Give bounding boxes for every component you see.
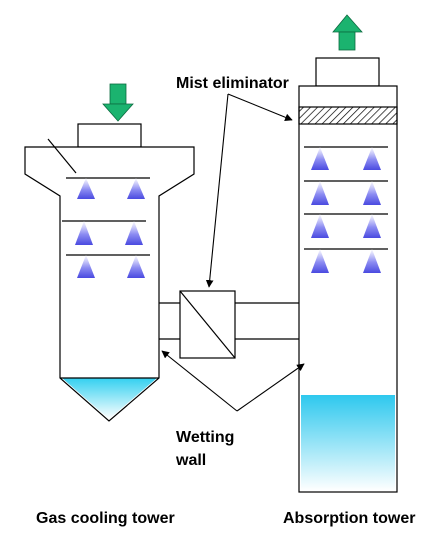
mist-eliminator-pad — [298, 106, 398, 125]
gas-cooling-tower — [24, 83, 195, 422]
outlet-arrow-icon — [332, 14, 363, 51]
spray-icon — [77, 255, 95, 278]
cooling-spray-level-2 — [62, 220, 146, 245]
cooling-tower-nozzle — [77, 123, 142, 148]
absorption-spray-level-3 — [304, 213, 388, 238]
spray-icon — [363, 214, 381, 238]
cooling-tower-shell — [24, 146, 195, 422]
label-mist-eliminator: Mist eliminator — [176, 75, 289, 92]
inlet-arrow-icon — [102, 83, 134, 122]
spray-icon — [127, 178, 145, 199]
mist-eliminator-leaders — [205, 93, 293, 288]
spray-icon — [363, 249, 381, 273]
label-absorption-tower: Absorption tower — [283, 510, 415, 527]
absorption-tower-liquid — [301, 395, 395, 491]
spray-icon — [363, 147, 381, 170]
label-wetting-wall-line2: wall — [175, 452, 206, 469]
absorption-spray-level-4 — [304, 248, 388, 273]
heat-exchanger-icon — [179, 290, 236, 359]
spray-icon — [311, 181, 329, 205]
label-gas-cooling-tower: Gas cooling tower — [36, 510, 175, 527]
wetting-wall-leaders — [161, 350, 305, 412]
wetting-wall-stub — [47, 138, 77, 174]
spray-icon — [363, 181, 381, 205]
cooling-spray-level-3 — [66, 254, 150, 278]
spray-icon — [311, 214, 329, 238]
connecting-duct — [159, 290, 299, 359]
absorption-spray-level-2 — [304, 180, 388, 205]
spray-icon — [127, 255, 145, 278]
absorption-spray-level-1 — [304, 146, 388, 170]
absorption-tower-nozzle — [315, 57, 380, 87]
spray-icon — [311, 147, 329, 170]
cooling-spray-level-1 — [66, 177, 150, 199]
spray-icon — [77, 178, 95, 199]
absorption-tower — [298, 14, 398, 493]
spray-icon — [311, 249, 329, 273]
cooling-tower-liquid — [62, 378, 157, 419]
spray-icon — [75, 221, 93, 245]
spray-icon — [125, 221, 143, 245]
label-wetting-wall-line1: Wetting — [176, 429, 234, 446]
